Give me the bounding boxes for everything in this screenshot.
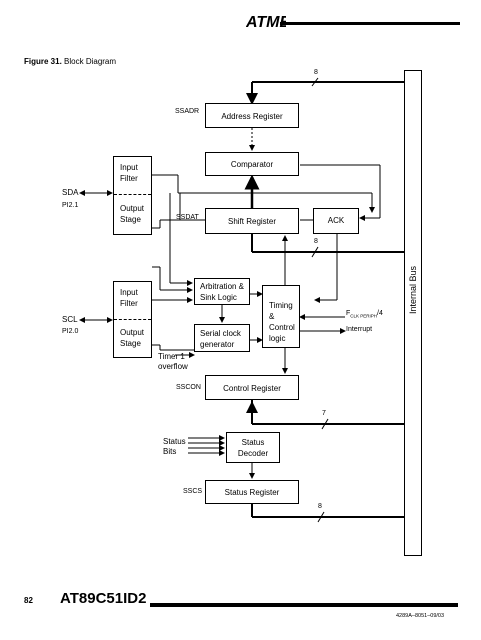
- sscon-label: SSCON: [176, 384, 201, 391]
- header-rule: [280, 22, 460, 25]
- ssadr-label: SSADR: [175, 108, 200, 115]
- page-number: 82: [24, 596, 33, 605]
- comparator-label: Comparator: [230, 160, 274, 169]
- arbitration-sink-logic-block: Arbitration &Sink Logic: [194, 278, 250, 305]
- comparator-block: Comparator: [205, 152, 299, 176]
- bus-width-label: 8: [318, 503, 322, 510]
- footer-rule: [150, 603, 458, 607]
- ack-block: ACK: [313, 208, 359, 234]
- bus-width-label: 7: [322, 410, 326, 417]
- scl-pin-label: PI2.0: [62, 328, 79, 335]
- internal-bus-label: Internal Bus: [408, 265, 418, 315]
- scl-label: SCL: [62, 315, 78, 324]
- sda-divider: [114, 194, 151, 195]
- figure-number: Figure 31.: [24, 57, 62, 66]
- figure-caption: Figure 31. Block Diagram: [24, 57, 116, 66]
- scl-divider: [114, 319, 151, 320]
- ack-label: ACK: [327, 216, 345, 225]
- sda-pin-label: PI2.1: [62, 202, 79, 209]
- internal-bus: [404, 70, 422, 556]
- document-title: AT89C51ID2: [60, 590, 147, 607]
- status-register-label: Status Register: [224, 488, 280, 497]
- ssdat-label: SSDAT: [176, 214, 199, 221]
- bus-width-label: 8: [314, 69, 318, 76]
- figure-title: Block Diagram: [64, 57, 117, 66]
- bus-width-label: 8: [314, 238, 318, 245]
- control-register-label: Control Register: [223, 384, 281, 393]
- address-register-block: Address Register: [205, 103, 299, 128]
- arbitration-label: Arbitration &Sink Logic: [200, 282, 245, 302]
- sscs-label: SSCS: [183, 488, 203, 495]
- fclk-label: FCLK PERIPH/4: [346, 310, 383, 319]
- address-register-label: Address Register: [221, 112, 283, 121]
- status-register-block: Status Register: [205, 480, 299, 504]
- document-reference: 4289A–8051–09/03: [396, 613, 445, 619]
- control-register-block: Control Register: [205, 375, 299, 400]
- shift-register-label: Shift Register: [227, 217, 277, 226]
- sda-label: SDA: [62, 188, 79, 197]
- interrupt-label: Interrupt: [346, 326, 373, 333]
- shift-register-block: Shift Register: [205, 208, 299, 234]
